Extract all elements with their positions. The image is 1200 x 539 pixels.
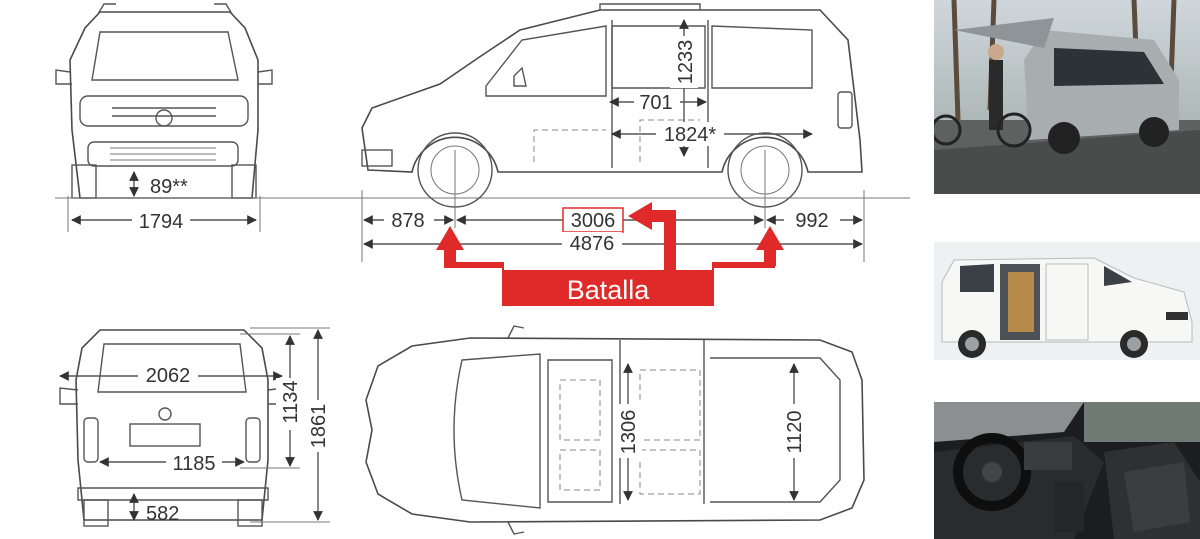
side-view — [361, 3, 863, 208]
rear-overhang-label: 992 — [795, 210, 828, 232]
callout-label: Batalla — [567, 275, 651, 305]
wheelbase-callout: Batalla — [436, 202, 784, 306]
overall-height-label: 1861 — [308, 404, 330, 449]
cargo-length-label: 1824* — [664, 124, 716, 146]
rear-axle-arrow-icon — [756, 226, 784, 250]
van-interior-dashboard-photo — [934, 402, 1200, 539]
overall-length-label: 4876 — [570, 233, 615, 255]
wheelbase-pointer-arrow-icon — [628, 202, 652, 230]
rear-opening-width-label: 1185 — [172, 453, 215, 475]
front-overhang-label: 878 — [391, 210, 424, 232]
rear-opening-horizontal-label: 2062 — [146, 365, 191, 387]
front-view — [55, 3, 273, 199]
front-width-label: 1794 — [139, 211, 184, 233]
front-axle-arrow-icon — [436, 226, 464, 250]
interior-width-label: 1306 — [618, 410, 640, 455]
wheelarch-width-label: 1120 — [784, 410, 806, 453]
interior-height-label: 1233 — [675, 40, 697, 85]
rear-vertical-label: 1134 — [280, 380, 302, 423]
side-door-label: 701 — [639, 92, 672, 114]
white-van-sliding-door-photo — [934, 242, 1200, 360]
loading-sill-label: 582 — [146, 503, 179, 525]
ground-clearance-label: 89** — [150, 176, 188, 198]
car-rear-open-bicycle-photo — [934, 0, 1200, 194]
wheelbase-label: 3006 — [571, 210, 616, 232]
rear-view — [59, 329, 285, 527]
